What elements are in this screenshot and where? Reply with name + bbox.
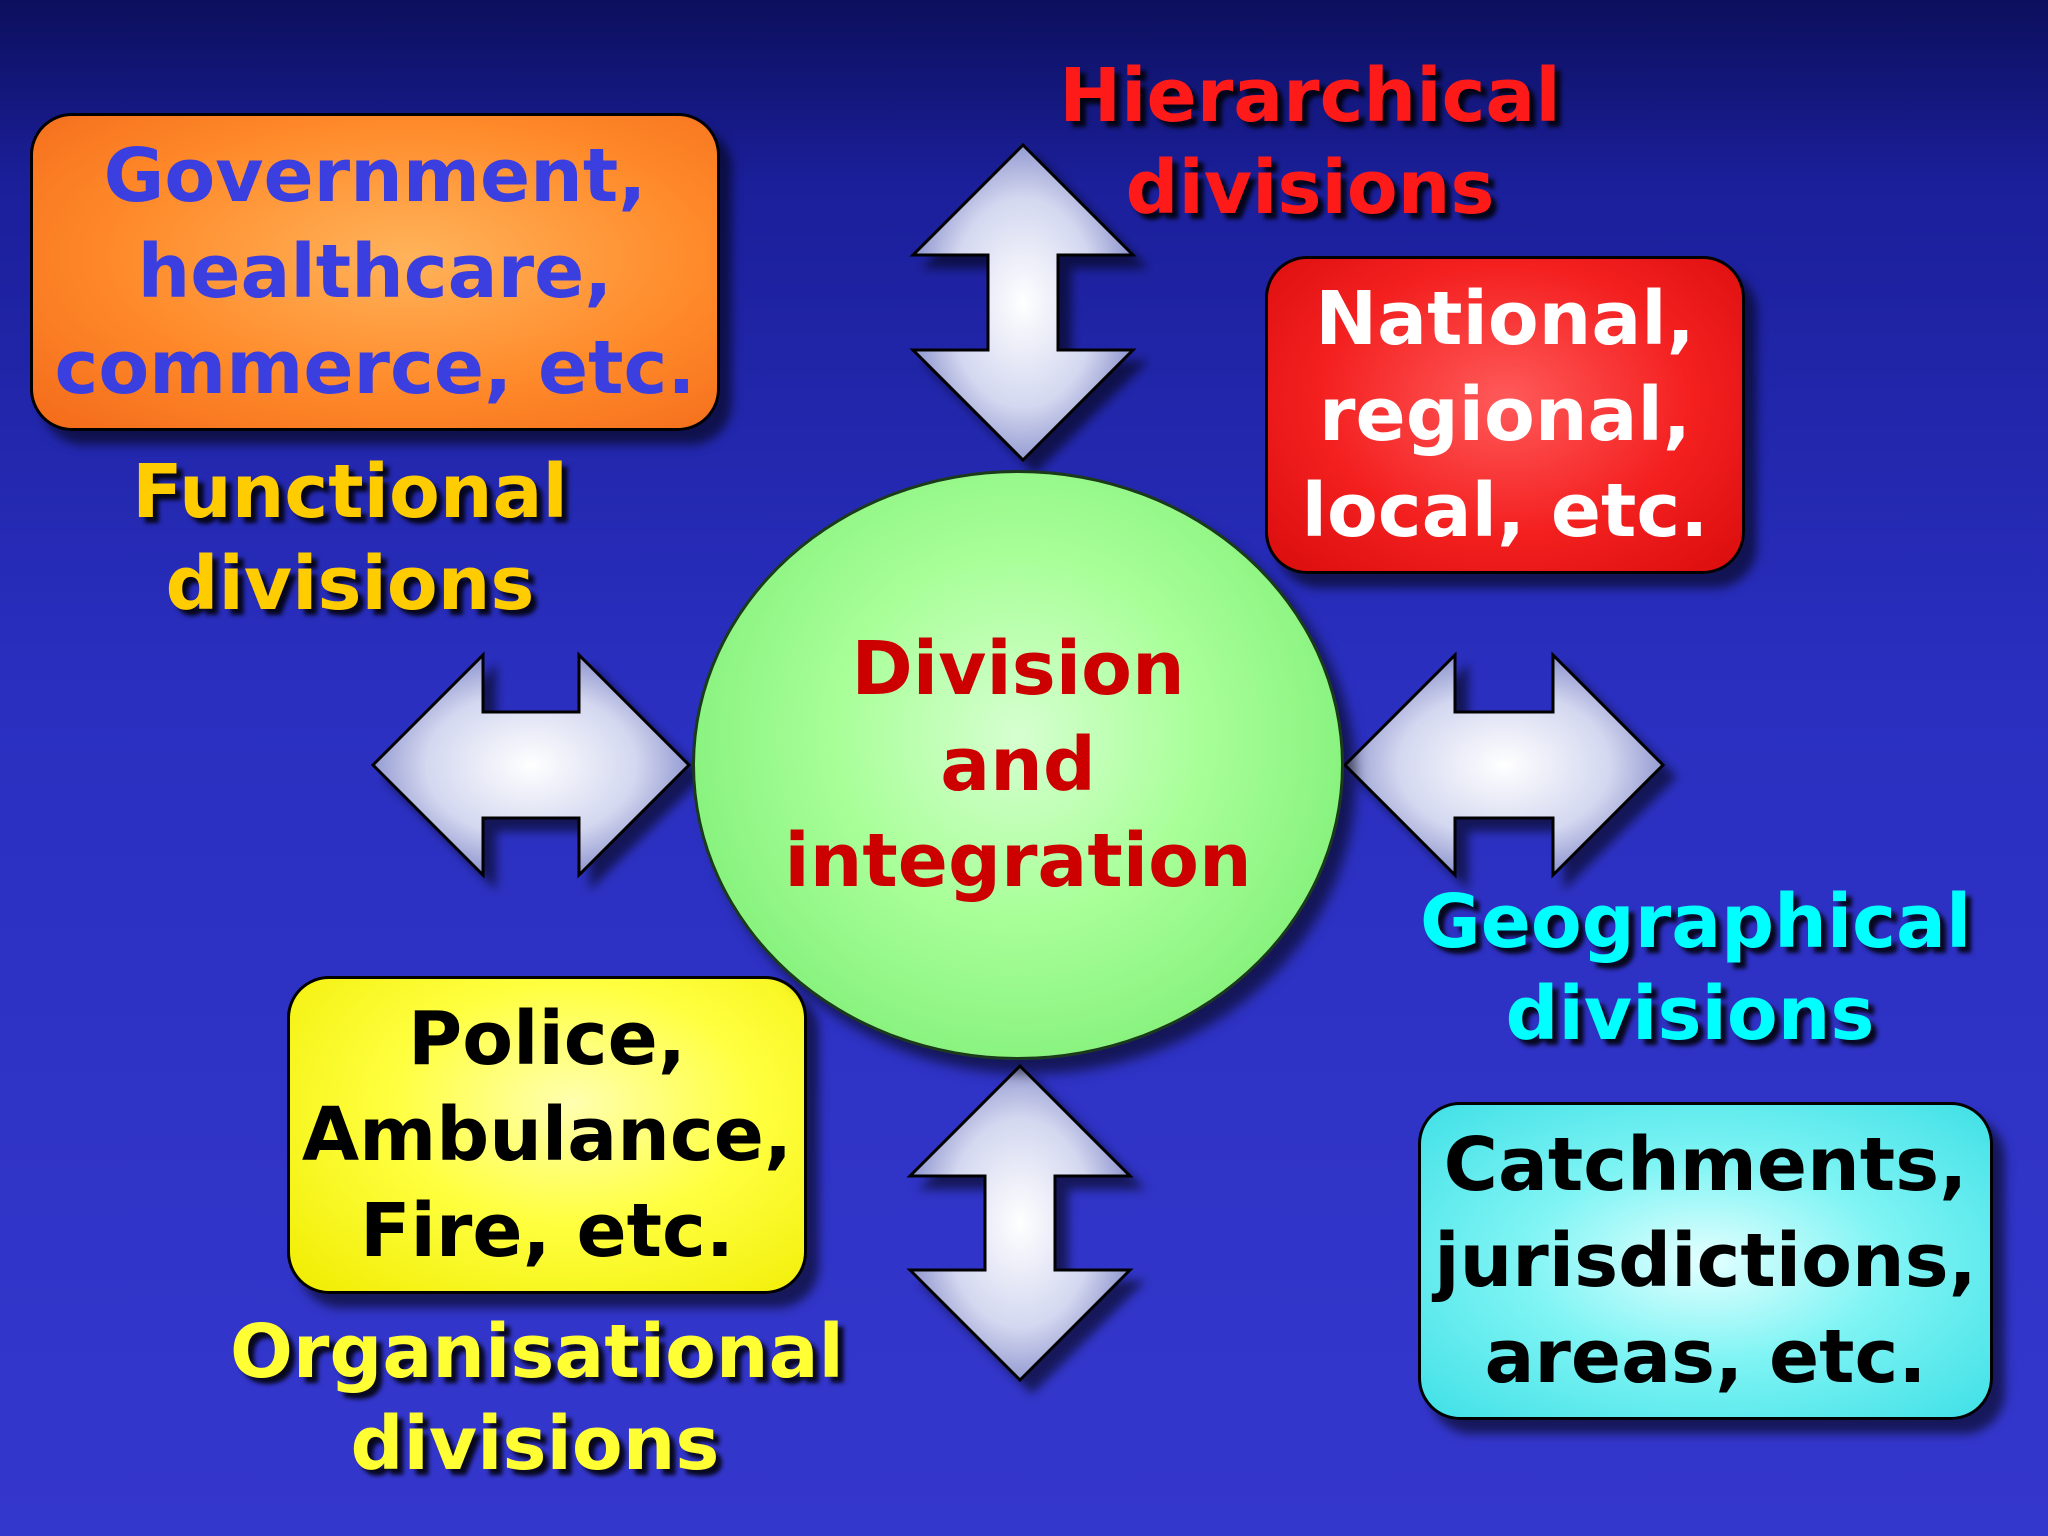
hierarchical-divisions-label: Hierarchical divisions [1059,53,1561,231]
horizontal-double-arrow-right [1342,651,1666,879]
organisational-box: Police, Ambulance, Fire, etc. [287,976,807,1294]
horizontal-double-arrow-left [370,651,692,879]
vertical-double-arrow-top [909,142,1137,463]
organisational-divisions-label: Organisational divisions [230,1309,844,1487]
functional-box: Government, healthcare, commerce, etc. [30,113,720,431]
geographical-divisions-label: Geographical divisions [1420,879,1972,1057]
center-label: Division and integration [784,626,1252,904]
functional-divisions-label: Functional divisions [132,449,568,627]
geographical-box: Catchments, jurisdictions, areas, etc. [1418,1102,1993,1420]
hierarchical-box: National, regional, local, etc. [1265,256,1745,574]
vertical-double-arrow-bottom [906,1063,1134,1383]
center-circle: Division and integration [692,470,1344,1060]
